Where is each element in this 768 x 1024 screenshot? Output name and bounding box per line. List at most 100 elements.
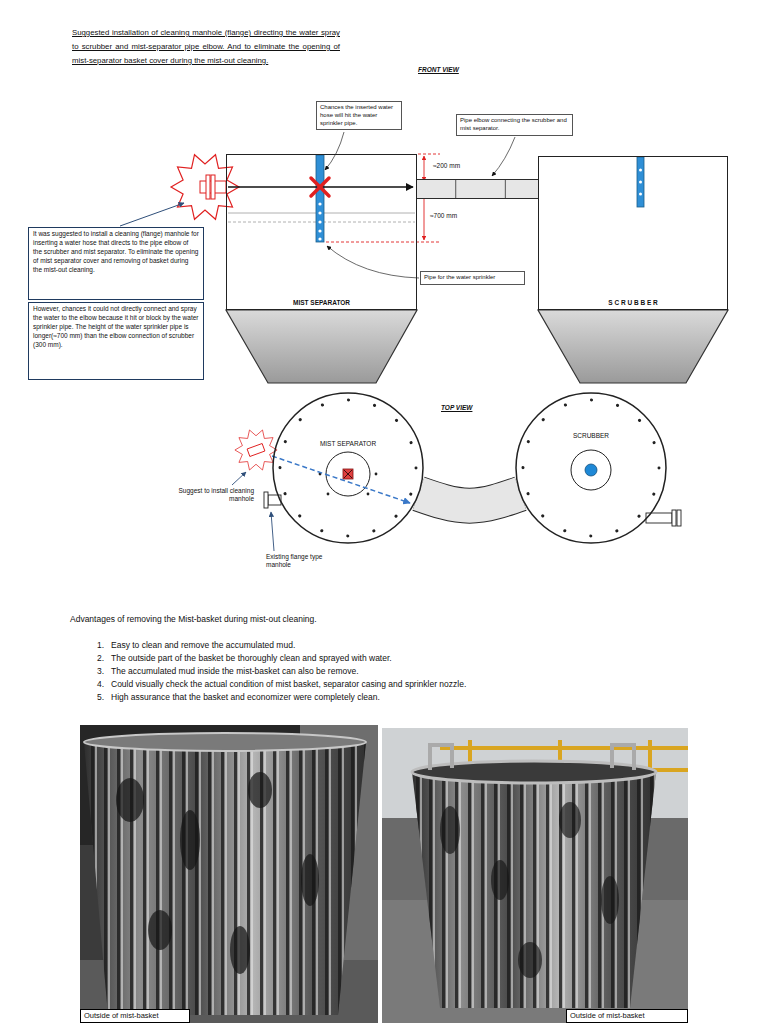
- flange-symbol: [264, 492, 681, 526]
- node-text: However, chances it could not directly c…: [33, 305, 199, 350]
- photo: [491, 860, 509, 900]
- nozzle-dot: [318, 237, 321, 240]
- mist-separator-tank: MIST SEPARATOR: [226, 154, 417, 310]
- vessel-outline: [516, 393, 666, 543]
- pipe-joint: [455, 180, 456, 198]
- photo-caption: Outside of mist-basket: [80, 1009, 190, 1023]
- photo: [430, 745, 634, 770]
- list-heading: Advantages of removing the Mist-basket d…: [70, 614, 317, 625]
- leader-line: [492, 137, 515, 176]
- sprinkler-pipe: [585, 464, 597, 476]
- blocked-mark: [311, 178, 329, 196]
- blocked-pipe-mark: [343, 469, 353, 479]
- front-view-drawing: [120, 132, 728, 383]
- node-text: MIST SEPARATOR: [293, 299, 350, 306]
- blocked-pipe-mark: [344, 470, 352, 478]
- bolt: [327, 493, 330, 496]
- pipe-direction: [417, 189, 538, 190]
- pipe-body: [418, 494, 520, 506]
- list-number: 5.: [97, 692, 104, 703]
- node-text: It was suggested to install a cleaning (…: [33, 230, 199, 275]
- mist-separator-top: MIST SEPARATOR: [272, 392, 424, 544]
- list-number: 1.: [97, 640, 104, 651]
- scrubber-top: SCRUBBER: [515, 392, 667, 544]
- flange-symbol: [200, 175, 226, 199]
- pipe-elbow: [417, 180, 538, 198]
- node-text: Chances the inserted water hose will hit…: [320, 104, 398, 127]
- callout-box: Chances the inserted water hose will hit…: [316, 101, 402, 130]
- flange-symbol: [672, 510, 676, 526]
- node-text: S C R U B B E R: [608, 299, 657, 306]
- flange-symbol: [264, 492, 268, 508]
- view-title: FRONT VIEW: [418, 66, 459, 74]
- list-item: Easy to clean and remove the accumulated…: [111, 640, 295, 651]
- sprinkler-pipe: [637, 157, 644, 207]
- manhole-starburst: [235, 430, 277, 470]
- nozzle-dot: [639, 169, 642, 172]
- photo: [518, 942, 542, 978]
- photo: [412, 772, 656, 1008]
- page-title: Suggested installation of cleaning manho…: [72, 26, 340, 68]
- photo: [84, 742, 366, 1015]
- node-text: Outside of mist-basket: [84, 1011, 186, 1021]
- photo: [148, 910, 172, 950]
- bolt-ring: [280, 400, 416, 536]
- pipe-joint: [505, 180, 506, 198]
- flange-symbol: [677, 510, 681, 526]
- hopper: [538, 310, 728, 383]
- nozzle-dot: [318, 211, 321, 214]
- list-number: 4.: [97, 679, 104, 690]
- photo: [440, 806, 460, 854]
- pipe-elbow: [418, 494, 520, 506]
- dimension: ≈700 mm: [430, 212, 457, 220]
- view-title: TOP VIEW: [441, 404, 472, 412]
- photo: [80, 725, 378, 1023]
- photo: [412, 761, 656, 783]
- callout-box: Pipe elbow connecting the scrubber and m…: [456, 114, 573, 136]
- node-text: Pipe for the water sprinkler: [424, 274, 521, 282]
- pipe-outline: [418, 494, 520, 506]
- list-item: Could visually check the actual conditio…: [111, 679, 466, 690]
- nozzle-dot: [318, 202, 321, 240]
- list-item: High assurance that the basket and econo…: [111, 692, 380, 703]
- bolt: [375, 473, 378, 476]
- nozzle-dot: [318, 202, 321, 205]
- nozzle-dot: [639, 169, 642, 196]
- list-number: 2.: [97, 653, 104, 664]
- sprinkler-pipe: [316, 155, 324, 242]
- blocked-mark: [311, 178, 329, 196]
- bolt-ring: [523, 400, 659, 536]
- photo: [248, 772, 272, 808]
- flange-symbol: [211, 175, 215, 199]
- leader-line: [325, 132, 344, 170]
- nozzle-dot: [639, 193, 642, 196]
- nozzle-dot: [318, 229, 321, 232]
- photo: [180, 810, 200, 870]
- list-number: 3.: [97, 666, 104, 677]
- photo: [559, 802, 581, 838]
- dimension: ≈200 mm: [433, 162, 460, 170]
- leader-line: [232, 472, 246, 485]
- photo: [382, 728, 688, 1023]
- callout-text: Existing flange type manhole: [266, 553, 326, 569]
- node-text: SCRUBBER: [515, 432, 667, 439]
- node-text: Outside of mist-basket: [570, 1011, 684, 1021]
- list-item: The outside part of the basket be thorou…: [111, 653, 392, 664]
- pipe-direction: [418, 494, 520, 506]
- list-item: The accumulated mud inside the mist-bask…: [111, 666, 359, 677]
- photo: [612, 745, 634, 770]
- leader-line: [120, 203, 184, 226]
- callout-box: Pipe for the water sprinkler: [420, 271, 525, 285]
- dimension-line: [326, 242, 440, 243]
- bolt: [367, 493, 370, 496]
- pipe-body: [417, 180, 538, 198]
- scrubber-tank: S C R U B B E R: [538, 156, 728, 310]
- blocked-pipe-mark: [344, 470, 352, 478]
- vessel-outline: [273, 393, 423, 543]
- photo: [412, 772, 656, 1008]
- top-view-drawing: [232, 400, 681, 551]
- note-box: It was suggested to install a cleaning (…: [28, 227, 204, 300]
- flange-symbol: [247, 444, 265, 457]
- leader-line: [232, 472, 274, 551]
- photo: [116, 778, 144, 822]
